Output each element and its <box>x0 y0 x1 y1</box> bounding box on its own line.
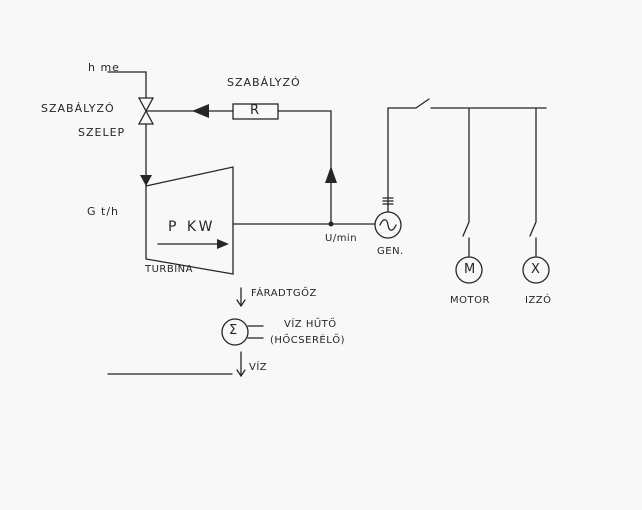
label-h-me: h me <box>88 61 120 74</box>
heat-exchanger-symbol: Σ <box>229 323 238 338</box>
water-out-arrowhead <box>236 369 246 378</box>
control-arrow-icon <box>192 104 209 118</box>
steam-flow-arrow-icon <box>140 175 152 186</box>
label-heater: IZZÓ <box>525 295 552 306</box>
shaft-junction-dot <box>328 221 334 227</box>
motor-branch-line <box>462 107 470 257</box>
label-control-valve: SZABÁLYZÓ <box>41 102 115 115</box>
speed-feedback-line <box>277 110 332 225</box>
label-motor: MOTOR <box>450 295 490 306</box>
turbine-icon <box>145 166 234 275</box>
label-generator: GEN. <box>377 246 404 257</box>
label-power: P KW <box>168 219 216 235</box>
feedback-arrow-icon <box>325 166 337 183</box>
label-exhaust-steam: FÁRADTGŐZ <box>251 288 317 299</box>
label-turbine: TURBINA <box>145 264 194 275</box>
motor-icon <box>455 256 483 284</box>
heater-symbol: X <box>531 262 540 277</box>
heater-icon <box>522 256 550 284</box>
label-speed: U/min <box>325 233 358 244</box>
label-steam-flow: G t/h <box>87 205 120 218</box>
three-phase-marks <box>382 197 394 205</box>
exhaust-steam-arrowhead <box>236 299 246 308</box>
regulator-symbol: R <box>250 103 260 118</box>
label-valve: SZELEP <box>78 126 126 139</box>
label-water-cooler: VÍZ HŰTŐ <box>284 319 337 330</box>
power-arrowhead-icon <box>217 239 229 249</box>
motor-symbol: M <box>464 262 476 277</box>
steam-inlet-line <box>107 71 147 99</box>
generator-wave-icon <box>379 219 397 231</box>
heater-branch-line <box>529 107 537 257</box>
main-switch-icon <box>387 98 430 109</box>
label-regulator: SZABÁLYZÓ <box>227 76 301 89</box>
label-water: VÍZ <box>249 362 268 373</box>
label-heat-exchanger: (HŐCSERÉLŐ) <box>270 335 346 346</box>
heat-exchanger-icon <box>221 318 249 346</box>
